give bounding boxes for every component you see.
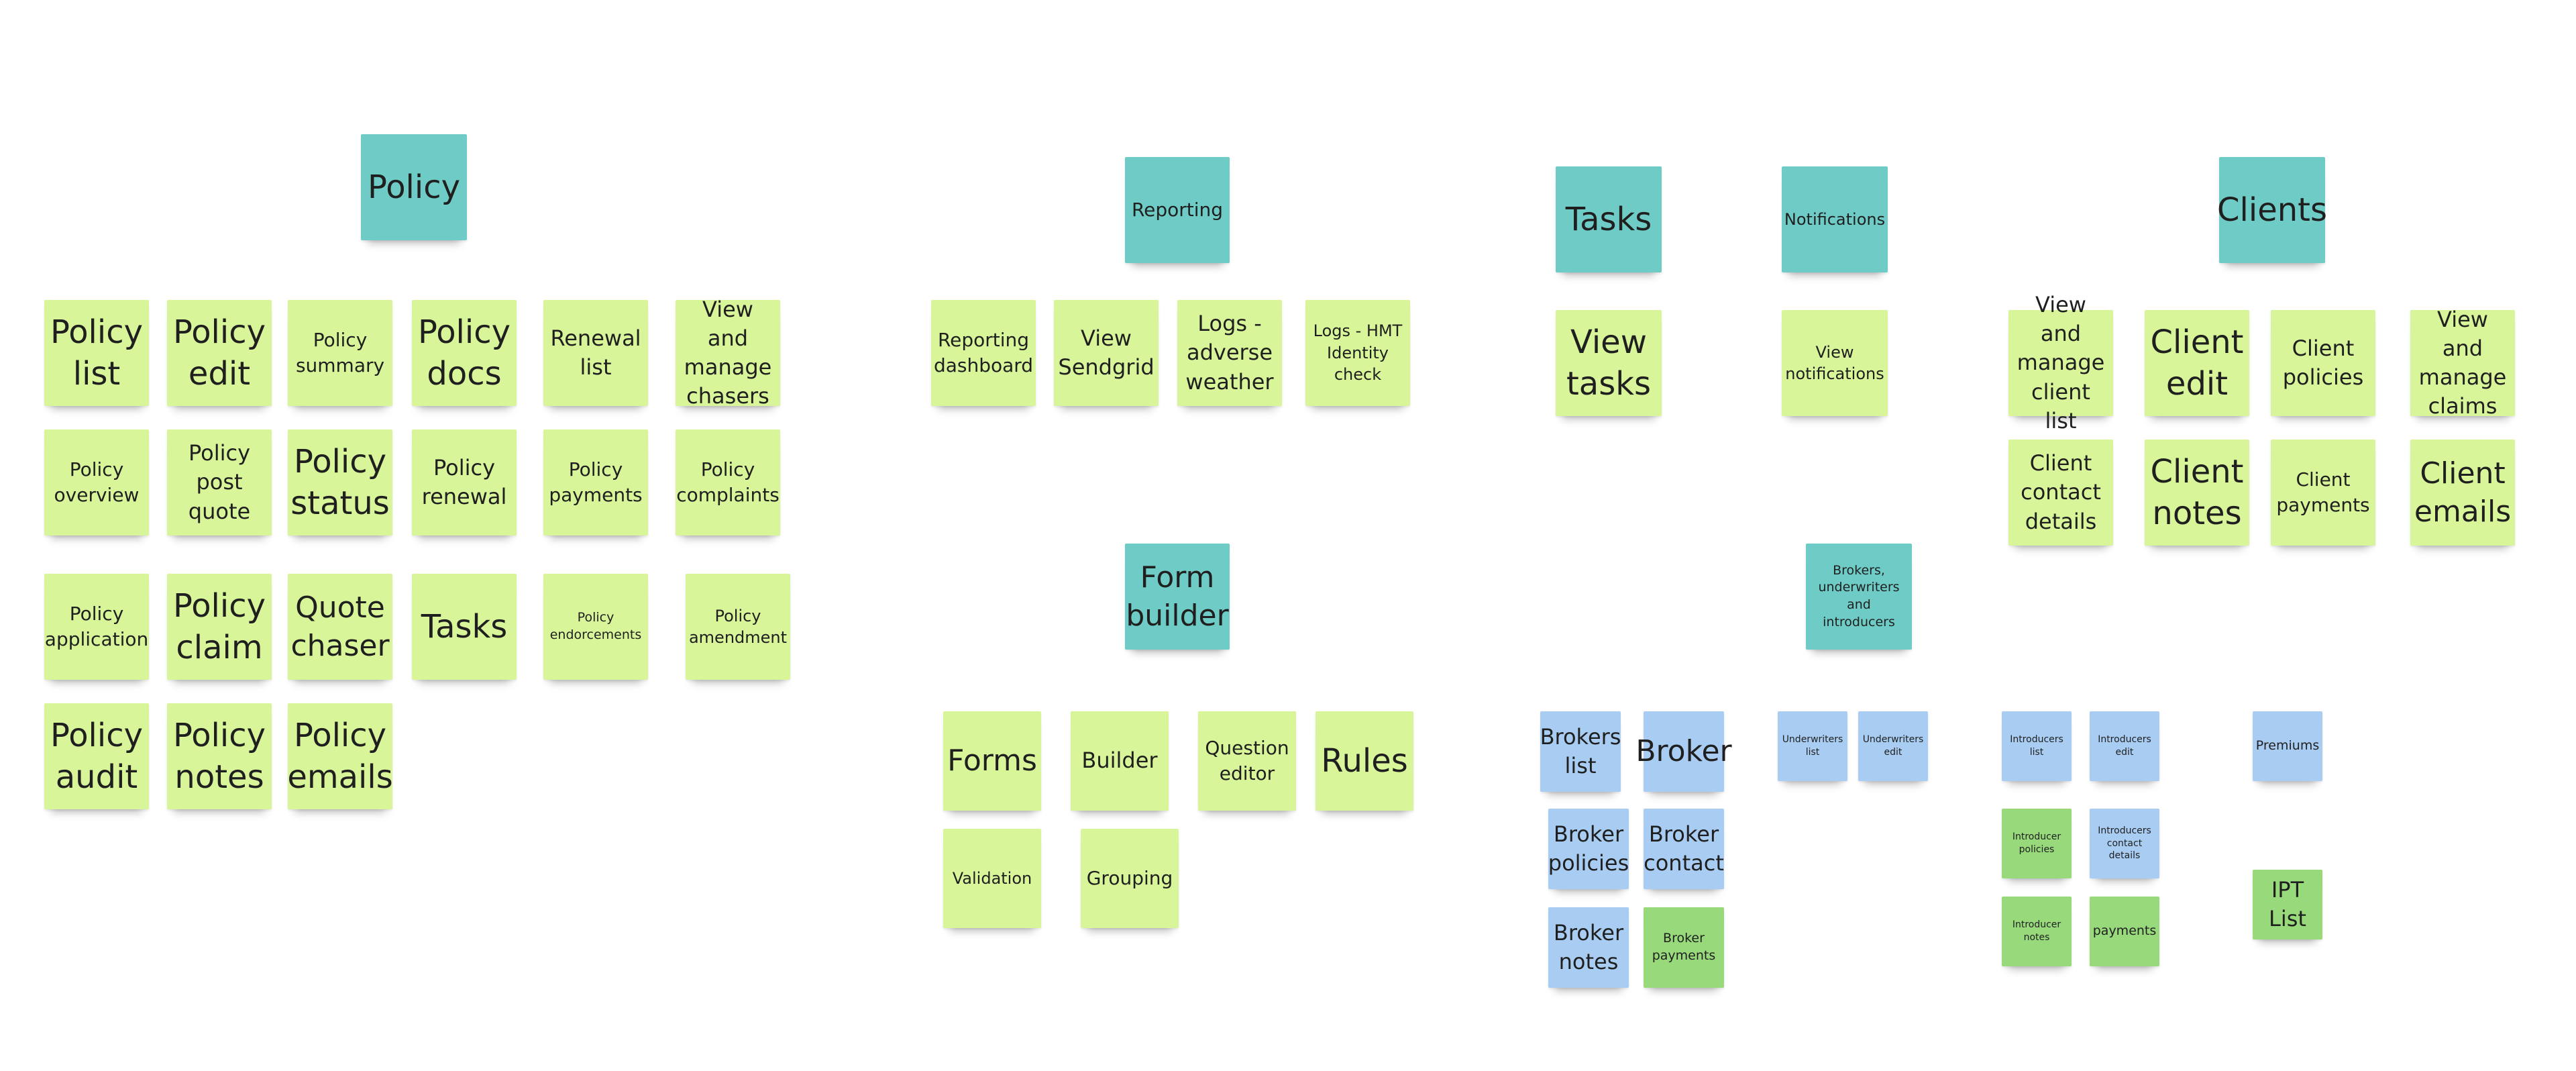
sticky-note-policy-edit[interactable]: Policy edit (167, 300, 272, 406)
sticky-note-view-sendgrid[interactable]: View Sendgrid (1054, 300, 1159, 406)
sticky-note-introducer-payments[interactable]: payments (2090, 897, 2159, 966)
sticky-note-policy-endorcements[interactable]: Policy endorcements (543, 574, 648, 680)
group-header-tasks[interactable]: Tasks (1556, 166, 1662, 272)
sticky-note-broker[interactable]: Broker (1635, 711, 1732, 792)
sticky-note-question-editor[interactable]: Question editor (1198, 711, 1296, 811)
sticky-note-policy-docs[interactable]: Policy docs (412, 300, 517, 406)
sticky-note-introducers-list[interactable]: Introducers list (2002, 711, 2072, 781)
group-header-form-builder[interactable]: Form builder (1125, 544, 1230, 650)
sticky-note-policy-overview[interactable]: Policy overview (44, 429, 149, 536)
sticky-note-broker-notes[interactable]: Broker notes (1548, 907, 1629, 988)
sticky-note-premiums[interactable]: Premiums (2253, 711, 2322, 781)
sticky-note-grouping[interactable]: Grouping (1081, 829, 1179, 928)
sticky-note-policy-post-quote[interactable]: Policy post quote (167, 429, 272, 536)
sticky-note-policy-application[interactable]: Policy application (44, 574, 149, 680)
sticky-note-renewal-list[interactable]: Renewal list (543, 300, 648, 406)
sticky-note-policy-payments[interactable]: Policy payments (543, 429, 648, 536)
group-header-brokers-underwriters-introducers[interactable]: Brokers, underwriters and introducers (1806, 544, 1912, 650)
sticky-note-brokers-list[interactable]: Brokers list (1540, 711, 1621, 792)
sticky-note-client-notes[interactable]: Client notes (2145, 440, 2249, 546)
group-header-policy[interactable]: Policy (361, 134, 467, 240)
sticky-note-tasks[interactable]: Tasks (412, 574, 517, 680)
sticky-note-broker-policies[interactable]: Broker policies (1548, 809, 1629, 889)
group-header-reporting[interactable]: Reporting (1125, 157, 1230, 263)
sticky-note-logs-adverse-weather[interactable]: Logs - adverse weather (1177, 300, 1282, 406)
sticky-note-policy-notes[interactable]: Policy notes (167, 703, 272, 809)
sticky-note-logs-hmt-identity-check[interactable]: Logs - HMT Identity check (1305, 300, 1410, 406)
sticky-note-reporting-dashboard[interactable]: Reporting dashboard (931, 300, 1036, 406)
sticky-note-view-and-manage-client-list[interactable]: View and manage client list (2008, 292, 2113, 434)
group-header-notifications[interactable]: Notifications (1782, 166, 1888, 272)
sticky-note-broker-payments[interactable]: Broker payments (1644, 907, 1724, 988)
sticky-note-policy-complaints[interactable]: Policy complaints (676, 429, 780, 536)
sticky-note-introducers-contact-details[interactable]: Introducers contact details (2090, 809, 2159, 878)
sticky-note-client-emails[interactable]: Client emails (2410, 440, 2515, 546)
sticky-note-policy-status[interactable]: Policy status (288, 429, 392, 536)
sticky-note-policy-emails[interactable]: Policy emails (287, 703, 393, 809)
sticky-note-builder[interactable]: Builder (1071, 711, 1169, 811)
sticky-note-view-and-manage-claims[interactable]: View and manage claims (2410, 307, 2515, 419)
sticky-note-client-policies[interactable]: Client policies (2271, 310, 2375, 416)
sticky-note-introducers-edit[interactable]: Introducers edit (2090, 711, 2159, 781)
sticky-note-client-edit[interactable]: Client edit (2145, 310, 2249, 416)
sticky-note-quote-chaser[interactable]: Quote chaser (288, 574, 392, 680)
sticky-note-policy-amendment[interactable]: Policy amendment (686, 574, 790, 680)
sticky-note-policy-renewal[interactable]: Policy renewal (412, 429, 517, 536)
sticky-note-policy-audit[interactable]: Policy audit (44, 703, 149, 809)
sticky-note-rules[interactable]: Rules (1316, 711, 1413, 811)
sticky-note-ipt-list[interactable]: IPT List (2253, 870, 2322, 939)
sticky-note-view-and-manage-chasers[interactable]: View and manage chasers (676, 297, 780, 409)
sticky-note-underwriters-list[interactable]: Underwriters list (1778, 711, 1847, 781)
sticky-note-view-tasks[interactable]: View tasks (1556, 310, 1662, 416)
sticky-note-policy-claim[interactable]: Policy claim (167, 574, 272, 680)
sticky-note-underwriters-edit[interactable]: Underwriters edit (1858, 711, 1928, 781)
sticky-note-validation[interactable]: Validation (943, 829, 1041, 928)
sticky-note-client-contact-details[interactable]: Client contact details (2008, 440, 2113, 546)
sticky-note-introducer-policies[interactable]: Introducer policies (2002, 809, 2072, 878)
sticky-note-introducer-notes[interactable]: Introducer notes (2002, 897, 2072, 966)
sticky-note-client-payments[interactable]: Client payments (2271, 440, 2375, 546)
sticky-note-forms[interactable]: Forms (943, 711, 1041, 811)
sticky-note-policy-list[interactable]: Policy list (44, 300, 149, 406)
group-header-clients[interactable]: Clients (2217, 157, 2327, 263)
sticky-note-broker-contact[interactable]: Broker contact (1644, 809, 1724, 889)
sticky-note-policy-summary[interactable]: Policy summary (288, 300, 392, 406)
sticky-note-view-notifications[interactable]: View notifications (1782, 310, 1888, 416)
